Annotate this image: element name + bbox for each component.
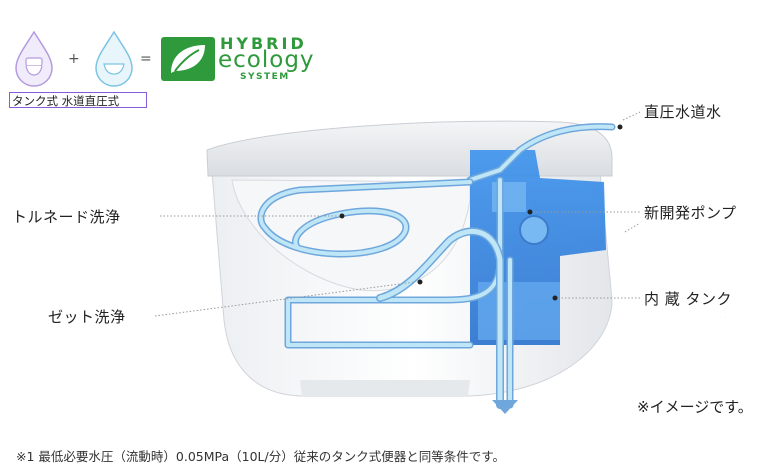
toilet-illustration: [206, 120, 623, 414]
toilet-base: [300, 380, 470, 396]
image-note: ※イメージです。: [637, 398, 753, 416]
drain-arrow-icon: [492, 400, 518, 414]
zet-dot: [417, 279, 423, 285]
label-tornado: トルネード洗浄: [12, 208, 121, 226]
label-tank: 内 蔵 タンク: [644, 290, 733, 308]
tank-dot: [552, 295, 558, 301]
label-pump: 新開発ポンプ: [644, 204, 737, 222]
plus-sign: +: [68, 51, 81, 67]
footnote: ※1 最低必要水圧（流動時）0.05MPa（10L/分）従来のタンク式便器と同等…: [16, 449, 505, 464]
tank-drop-icon: [15, 30, 53, 87]
direct-pressure-drop-icon: [95, 30, 133, 87]
label-zet: ゼット洗浄: [48, 308, 126, 326]
tornado-dot: [339, 213, 345, 219]
label-water-supply: 直圧水道水: [644, 103, 722, 121]
tank-direct-tag: タンク式 水道直圧式: [9, 92, 147, 108]
logo-line3: SYSTEM: [240, 72, 290, 82]
logo-line2: ecology: [218, 47, 315, 73]
supply-dot: [617, 124, 623, 130]
header-icons: [15, 30, 133, 87]
logo-line1: HYBRID: [220, 34, 307, 53]
leaf-logo-icon: [161, 37, 215, 81]
water-flow-paths: [257, 123, 616, 409]
equals-sign: =: [140, 51, 153, 67]
pump-dot: [527, 209, 533, 215]
